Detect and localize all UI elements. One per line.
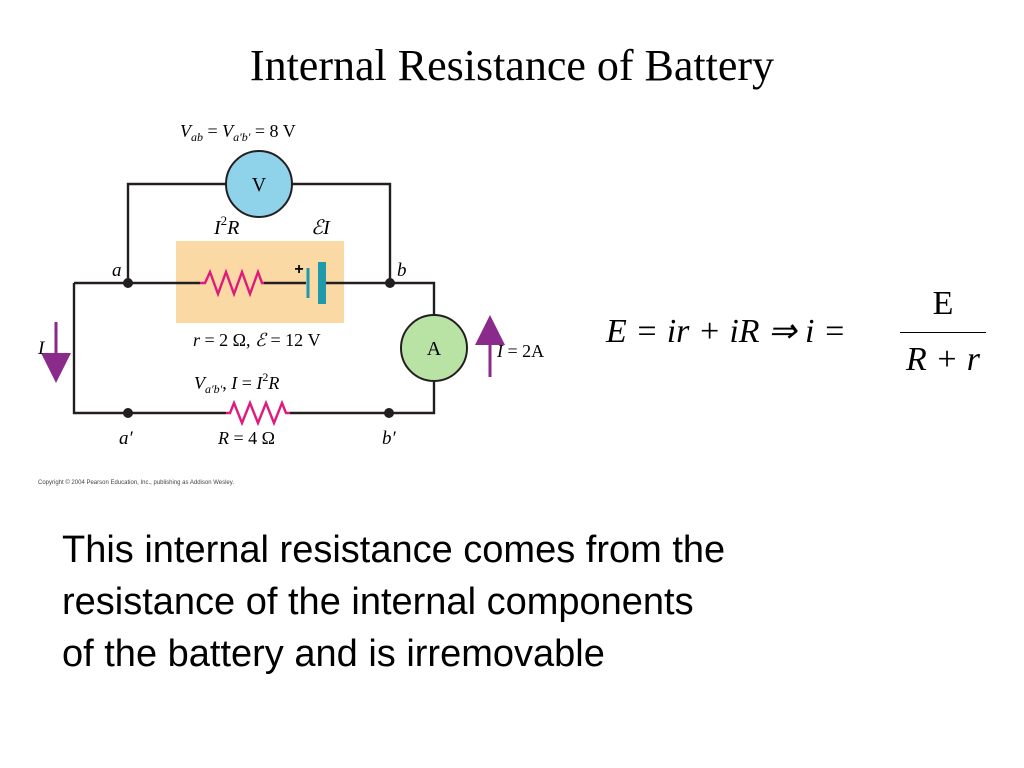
wires <box>72 182 436 415</box>
external-resistance-label: R = 4 Ω <box>217 428 275 448</box>
formula-fraction-bar <box>900 332 986 333</box>
external-resistor <box>226 399 290 427</box>
current-label-left: I <box>37 338 46 359</box>
circuit-nodes <box>123 278 395 418</box>
formula-numerator: E <box>932 285 954 322</box>
body-text-line-1: This internal resistance comes from the <box>62 529 726 571</box>
battery-symbol <box>306 262 326 304</box>
copyright-note: Copyright © 2004 Pearson Education, Inc.… <box>38 479 234 486</box>
current-label-right: I = 2A <box>496 341 544 361</box>
node-label-b: b <box>397 260 407 281</box>
voltmeter-circle <box>225 150 293 218</box>
body-text: This internal resistance comes from the … <box>62 524 882 680</box>
node-label-b-prime: b′ <box>382 428 397 449</box>
slide-title: Internal Resistance of Battery <box>249 41 775 90</box>
internal-resistor <box>200 268 264 298</box>
circuit-diagram: V A + Vab = Va′b′ = 8 V I2R ℰI a b a′ b′… <box>37 121 544 486</box>
power-i2r-label: I2R <box>213 213 239 239</box>
ammeter-label: A <box>427 338 442 360</box>
power-emf-label: ℰI <box>311 217 331 239</box>
body-text-line-2: resistance of the internal components <box>62 581 694 623</box>
ammeter-circle <box>400 314 468 382</box>
node-label-a-prime: a′ <box>119 428 134 449</box>
terminal-relation: Va′b′, I = I2R <box>194 370 279 396</box>
formula-lhs: E = ir + iR ⇒ i = <box>606 313 846 350</box>
voltmeter-label: V <box>252 174 267 196</box>
node-label-a: a <box>112 260 122 281</box>
body-text-line-3: of the battery and is irremovable <box>62 633 605 675</box>
voltage-equation: Vab = Va′b′ = 8 V <box>180 121 296 144</box>
battery-plus-sign: + <box>294 261 303 278</box>
formula-block: E = ir + iR ⇒ i = E R + r <box>606 282 996 392</box>
internal-parameters: r = 2 Ω, ℰ = 12 V <box>193 330 321 350</box>
formula-denominator: R + r <box>906 341 980 378</box>
